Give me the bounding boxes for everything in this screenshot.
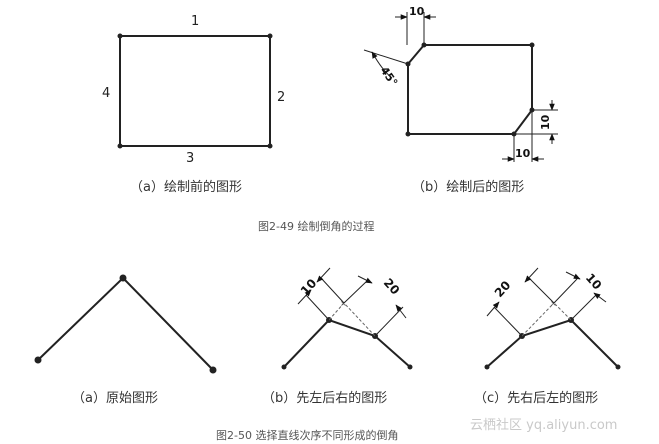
- fig249b-dim-angle-value: 45°: [378, 64, 401, 89]
- fig249a-edge-label-4: 4: [102, 86, 110, 101]
- fig250b-dim-left-value: 10: [298, 276, 320, 298]
- fig249b-dim-right-value: 10: [539, 114, 552, 130]
- fig249a-caption: （a）绘制前的图形: [130, 180, 242, 195]
- fig250b-chamfered-lines: ×: [281, 299, 413, 370]
- fig249b-dim-top-value: 10: [409, 5, 425, 18]
- svg-text:×: ×: [340, 299, 347, 308]
- fig249b-dim-bottom-value: 10: [515, 147, 531, 160]
- fig250c-dim-right-value: 10: [583, 271, 605, 293]
- fig249b-dim-bottom: [502, 112, 544, 162]
- fig249a-edge-label-3: 3: [186, 151, 194, 166]
- fig250c-dim-left-value: 20: [492, 278, 514, 300]
- fig250a-original-lines: [34, 274, 217, 374]
- fig250-title: 图2-50 选择直线次序不同形成的倒角: [216, 429, 399, 442]
- fig250c-chamfered-lines: ×: [484, 299, 621, 370]
- fig249b-chamfered-shape: [405, 42, 535, 137]
- fig250b-dim-right: [343, 275, 407, 337]
- fig250b-caption: （b）先左后右的图形: [262, 391, 388, 406]
- fig249b-dim-top: [395, 12, 436, 45]
- fig250c-caption: （c）先右后左的图形: [474, 391, 599, 406]
- fig249a-edge-label-1: 1: [191, 14, 199, 29]
- fig249a-edge-label-2: 2: [277, 90, 285, 105]
- fig250c-dim-right: [553, 271, 607, 321]
- fig249b-caption: （b）绘制后的图形: [412, 180, 525, 195]
- fig249b-dim-right: [516, 100, 558, 144]
- fig250b-dim-right-value: 20: [381, 276, 403, 298]
- svg-text:×: ×: [550, 299, 557, 308]
- watermark: 云栖社区 yq.aliyun.com: [470, 418, 618, 433]
- fig250b-dim-left: [297, 267, 345, 321]
- fig249-title: 图2-49 绘制倒角的过程: [258, 220, 375, 233]
- fig249b-dim-angle: [363, 49, 409, 79]
- fig250a-caption: （a）原始图形: [72, 391, 158, 406]
- fig250c-dim-left: [486, 267, 555, 337]
- fig249a-rectangle: [117, 33, 273, 149]
